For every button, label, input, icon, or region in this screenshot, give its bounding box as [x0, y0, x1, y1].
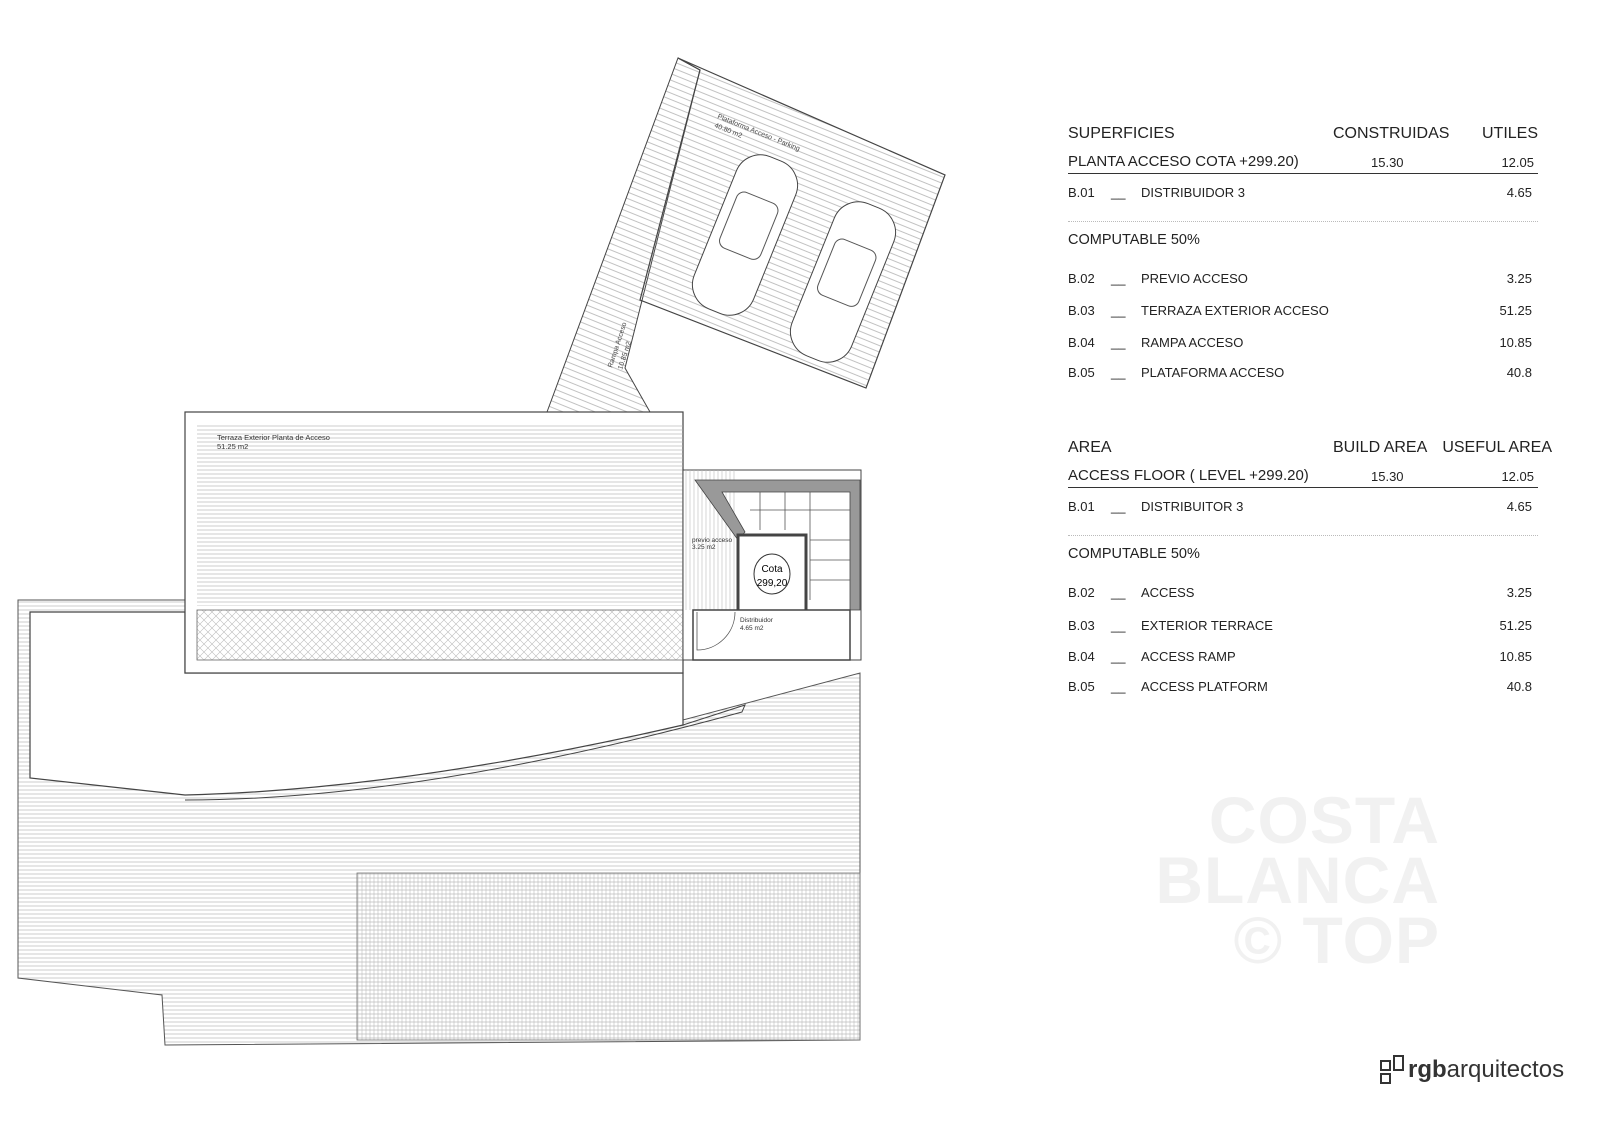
watermark: COSTA BLANCA © TOP	[1150, 783, 1440, 977]
row-name: EXTERIOR TERRACE	[1141, 618, 1273, 633]
row-code: B.04	[1068, 335, 1095, 350]
header-construidas: CONSTRUIDAS	[1333, 125, 1450, 142]
row-dash: __	[1111, 303, 1126, 318]
row-code: B.01	[1068, 185, 1095, 200]
row-dash: __	[1111, 585, 1126, 600]
logo-rgb: rgb	[1408, 1056, 1447, 1083]
distribuidor-label: Distribuidor	[740, 617, 774, 624]
floor-label: ACCESS FLOOR ( LEVEL +299.20)	[1068, 467, 1309, 484]
floor-built: 15.30	[1371, 469, 1404, 484]
header-build-area: BUILD AREA	[1333, 439, 1428, 456]
floor-plan-drawing: Rampa Acceso 10.85 m2 Plataforma Acceso …	[17, 57, 946, 1046]
table-row: B.04 __ ACCESS RAMP 10.85	[1068, 649, 1538, 667]
cota-label: Cota	[761, 564, 783, 575]
table-row: B.03 __ TERRAZA EXTERIOR ACCESO 51.25	[1068, 303, 1538, 321]
table-row: B.01 __ DISTRIBUITOR 3 4.65	[1068, 499, 1538, 517]
row-value: 3.25	[1506, 585, 1532, 600]
row-dash: __	[1111, 679, 1126, 694]
previo-label: previo acceso	[692, 537, 732, 544]
row-code: B.01	[1068, 499, 1095, 514]
divider	[1068, 535, 1538, 536]
table-row: B.05 __ PLATAFORMA ACCESO 40.8	[1068, 365, 1538, 383]
previo-area: 3.25 m2	[692, 544, 716, 551]
terrace-label: Terraza Exterior Planta de Acceso	[217, 433, 330, 442]
row-dash: __	[1111, 271, 1126, 286]
row-dash: __	[1111, 649, 1126, 664]
row-value: 3.25	[1506, 271, 1532, 286]
floor-useful: 12.05	[1501, 469, 1534, 484]
row-value: 10.85	[1499, 649, 1532, 664]
floor-useful: 12.05	[1501, 155, 1534, 170]
lower-deck	[17, 599, 861, 1046]
car-icon	[789, 201, 897, 363]
watermark-line: © TOP	[1233, 903, 1440, 977]
row-name: ACCESS	[1141, 585, 1195, 600]
watermark-line: BLANCA	[1155, 843, 1440, 917]
logo-squares-icon	[1380, 1055, 1404, 1084]
parking-platform: Plataforma Acceso - Parking 40.80 m2	[639, 57, 946, 389]
floor-label: PLANTA ACCESO COTA +299.20)	[1068, 153, 1299, 170]
watermark-line: COSTA	[1208, 783, 1440, 857]
logo-text: arquitectos	[1446, 1056, 1565, 1083]
table-row: B.05 __ ACCESS PLATFORM 40.8	[1068, 679, 1538, 697]
row-code: B.02	[1068, 585, 1095, 600]
row-name: ACCESS RAMP	[1141, 649, 1236, 664]
row-code: B.05	[1068, 679, 1095, 694]
row-name: TERRAZA EXTERIOR ACCESO	[1141, 303, 1329, 318]
distribuidor-area: 4.65 m2	[740, 625, 764, 632]
table-row: B.01 __ DISTRIBUIDOR 3 4.65	[1068, 185, 1538, 203]
table-row: B.03 __ EXTERIOR TERRACE 51.25	[1068, 618, 1538, 636]
row-name: DISTRIBUITOR 3	[1141, 499, 1244, 514]
row-dash: __	[1111, 499, 1126, 514]
floor-built: 15.30	[1371, 155, 1404, 170]
table-row: B.02 __ ACCESS 3.25	[1068, 585, 1538, 603]
row-name: ACCESS PLATFORM	[1141, 679, 1268, 694]
table-row: B.04 __ RAMPA ACCESO 10.85	[1068, 335, 1538, 353]
row-dash: __	[1111, 365, 1126, 380]
row-value: 51.25	[1499, 618, 1532, 633]
row-dash: __	[1111, 618, 1126, 633]
row-dash: __	[1111, 185, 1126, 200]
row-value: 4.65	[1506, 185, 1532, 200]
header-area: AREA	[1068, 439, 1112, 456]
row-dash: __	[1111, 335, 1126, 350]
row-code: B.03	[1068, 618, 1095, 633]
header-superficies: SUPERFICIES	[1068, 125, 1175, 142]
exterior-terrace: Terraza Exterior Planta de Acceso 51.25 …	[184, 411, 684, 674]
row-value: 10.85	[1499, 335, 1532, 350]
row-name: RAMPA ACCESO	[1141, 335, 1244, 350]
stair-core: Cota 299,20 previo acceso 3.25 m2 Distri…	[682, 469, 862, 661]
row-code: B.05	[1068, 365, 1095, 380]
row-code: B.02	[1068, 271, 1095, 286]
divider	[1068, 221, 1538, 222]
header-useful-area: USEFUL AREA	[1442, 439, 1552, 456]
table-row: B.02 __ PREVIO ACCESO 3.25	[1068, 271, 1538, 289]
car-icon	[691, 154, 799, 316]
row-code: B.03	[1068, 303, 1095, 318]
row-name: PREVIO ACCESO	[1141, 271, 1248, 286]
computable-title: COMPUTABLE 50%	[1068, 232, 1200, 248]
header-utiles: UTILES	[1481, 125, 1538, 142]
row-value: 51.25	[1499, 303, 1532, 318]
row-value: 40.8	[1506, 679, 1532, 694]
row-name: DISTRIBUIDOR 3	[1141, 185, 1246, 200]
terrace-area: 51.25 m2	[217, 442, 248, 451]
row-code: B.04	[1068, 649, 1095, 664]
row-name: PLATAFORMA ACCESO	[1141, 365, 1285, 380]
row-value: 4.65	[1506, 499, 1532, 514]
cota-value: 299,20	[757, 578, 788, 589]
computable-title: COMPUTABLE 50%	[1068, 546, 1200, 562]
row-value: 40.8	[1506, 365, 1532, 380]
